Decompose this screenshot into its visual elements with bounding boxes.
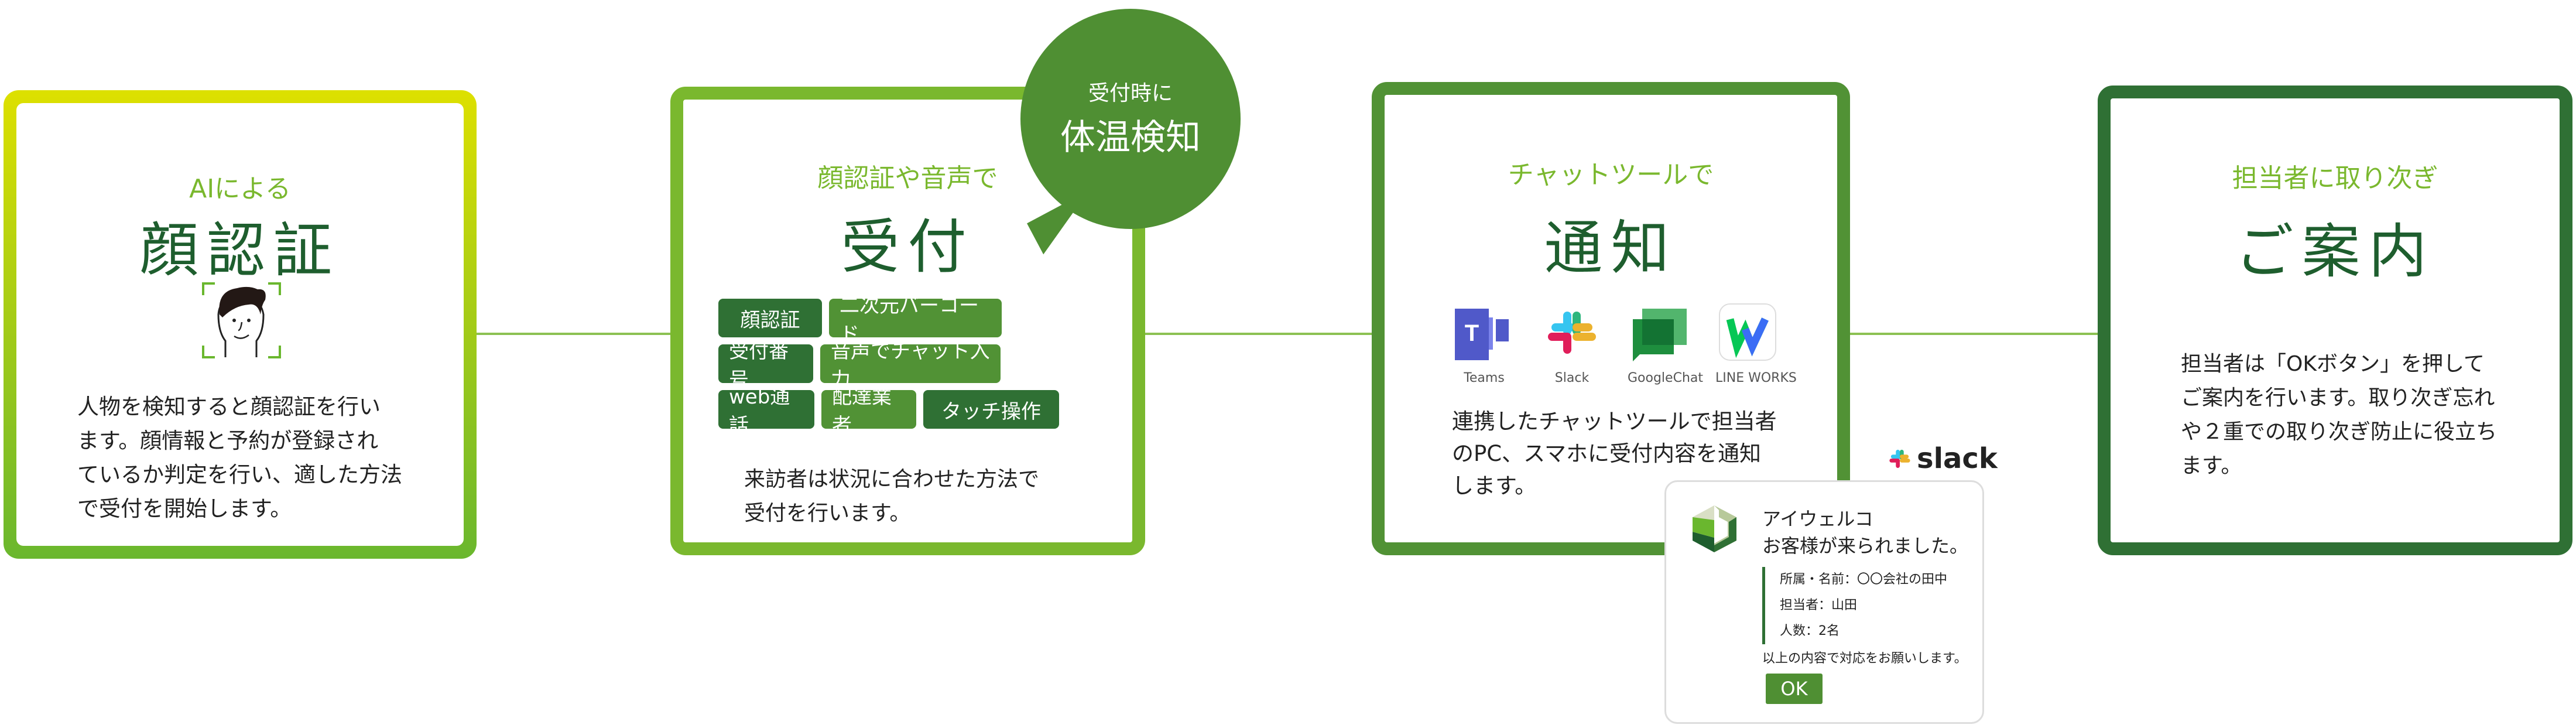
line-works-icon bbox=[1719, 303, 1776, 361]
popup-footer: 以上の内容で対応をお願いします。 bbox=[1762, 651, 1967, 666]
tool-lineworks: LINE WORKS bbox=[1715, 303, 1797, 385]
tag: タッチ操作 bbox=[923, 390, 1059, 429]
bubble-line1: 受付時に bbox=[1088, 81, 1173, 105]
tag: 受付番号 bbox=[718, 340, 813, 392]
tag: web通話 bbox=[718, 385, 814, 438]
ok-button[interactable]: OK bbox=[1766, 674, 1823, 704]
slack-notification-popup: アイウェルコ お客様が来られました。 所属・名前：〇〇会社の田中 担当者：山田 … bbox=[1664, 480, 1984, 724]
slack-icon bbox=[1548, 312, 1596, 354]
reception-method-tags: 顔認証 二次元バーコード 受付番号 音声でチャット入力 web通話 配達業者 タ… bbox=[718, 294, 1099, 438]
step-title: 受付 bbox=[841, 213, 975, 281]
step-title: 顔認証 bbox=[140, 216, 340, 285]
step-subtitle: 担当者に取り次ぎ bbox=[2232, 163, 2438, 193]
step-face-recognition: AIによる 顔認証 人物を検知すると顔認証を行い ます。顔情報と予約が登録され … bbox=[4, 90, 477, 559]
step-subtitle: AIによる bbox=[189, 174, 291, 204]
step-description: 担当者は「OKボタン」を押して ご案内を行います。取り次ぎ忘れ や２重での取り次… bbox=[2181, 352, 2498, 478]
tag: 顔認証 bbox=[718, 299, 822, 337]
svg-text:T: T bbox=[1465, 320, 1479, 346]
tag: 二次元バーコード bbox=[829, 294, 1002, 346]
step-title: 通知 bbox=[1544, 214, 1678, 282]
iwelco-logo-icon bbox=[1693, 505, 1736, 552]
tool-slack: Slack bbox=[1540, 303, 1604, 385]
tool-googlechat: GoogleChat bbox=[1628, 303, 1703, 385]
teams-icon: T bbox=[1455, 309, 1509, 360]
step-subtitle: チャットツールで bbox=[1508, 160, 1714, 190]
step-description: 来訪者は状況に合わせた方法で 受付を行います。 bbox=[744, 467, 1040, 525]
connector-line bbox=[1145, 333, 1372, 335]
popup-sender: アイウェルコ bbox=[1762, 508, 1873, 530]
bubble-line2: 体温検知 bbox=[1060, 117, 1201, 158]
popup-details: 所属・名前：〇〇会社の田中 担当者：山田 人数：2名 bbox=[1762, 567, 1947, 644]
connector-line bbox=[477, 333, 670, 335]
tag: 音声でチャット入力 bbox=[820, 340, 1001, 392]
step-guidance: 担当者に取り次ぎ ご案内 担当者は「OKボタン」を押して ご案内を行います。取り… bbox=[2098, 86, 2572, 555]
slack-brand: slack bbox=[1888, 442, 1998, 475]
connector-line bbox=[1850, 333, 2098, 335]
temperature-bubble: 受付時に 体温検知 bbox=[1020, 9, 1241, 229]
step-description: 連携したチャットツールで担当者 のPC、スマホに受付内容を通知 します。 bbox=[1452, 409, 1777, 498]
step-subtitle: 顔認証や音声で bbox=[817, 163, 998, 193]
tool-teams: T Teams bbox=[1452, 303, 1516, 385]
slack-wordmark: slack bbox=[1917, 442, 1998, 475]
popup-message: お客様が来られました。 bbox=[1762, 535, 1969, 557]
step-description: 人物を検知すると顔認証を行い ます。顔情報と予約が登録され ているか判定を行い、… bbox=[77, 394, 402, 521]
step-notification: チャットツールで 通知 T Teams Slack GoogleChat LIN… bbox=[1372, 82, 1850, 555]
tag: 配達業者 bbox=[821, 385, 916, 438]
face-scan-icon bbox=[202, 282, 281, 358]
google-chat-icon bbox=[1633, 309, 1687, 361]
step-title: ご案内 bbox=[2235, 217, 2435, 286]
slack-icon bbox=[1889, 449, 1910, 468]
